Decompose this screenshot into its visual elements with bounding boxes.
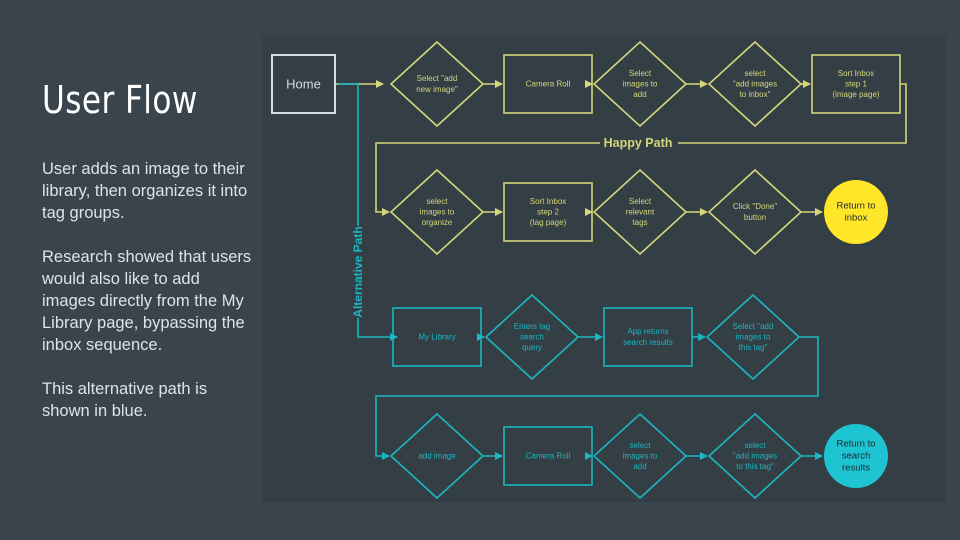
- happy-step-10-text-2: inbox: [845, 213, 868, 224]
- alt-step-9-text-1: Return to: [836, 438, 875, 449]
- happy-step-8-text-1: Select: [629, 197, 652, 206]
- alt-step-7-text-2: images to: [623, 452, 658, 461]
- alt-step-8-text-1: select: [745, 441, 767, 450]
- happy-step-8-diamond: [592, 168, 688, 256]
- happy-return-line-left: [375, 142, 600, 216]
- happy-step-10-circle: [824, 180, 888, 244]
- alt-step-2-diamond: [484, 293, 580, 381]
- happy-step-3-diamond: [592, 40, 688, 128]
- alt-return-line: [375, 336, 819, 460]
- happy-step-4-diamond: [707, 40, 803, 128]
- alt-step-2-text-2: search: [520, 333, 544, 342]
- slide-description: User adds an image to their library, the…: [42, 158, 257, 444]
- alt-step-9-text-3: results: [842, 463, 870, 474]
- alt-step-2-text-1: Enters tag: [514, 322, 550, 331]
- happy-step-3-text-2: images to: [623, 80, 658, 89]
- alt-step-6-text-1: Camera Roll: [526, 452, 571, 461]
- happy-step-4-text-1: select: [745, 69, 767, 78]
- happy-step-9-diamond: [707, 168, 803, 256]
- happy-step-7-text-3: (tag page): [530, 218, 567, 227]
- happy-step-7-text-1: Sort Inbox: [530, 197, 566, 206]
- alt-step-3-text-1: App returns: [627, 327, 668, 336]
- alt-step-8-diamond: [707, 412, 803, 500]
- happy-step-1-diamond: [389, 40, 485, 128]
- happy-step-10-text-1: Return to: [836, 200, 875, 211]
- happy-step-5-text-3: (image page): [832, 90, 879, 99]
- happy-step-9-text-2: button: [744, 213, 766, 222]
- alt-step-5-diamond: [389, 412, 485, 500]
- alt-step-4-text-1: Select "add: [733, 322, 774, 331]
- alternative-path-label: Alternative Path: [351, 226, 365, 317]
- alt-step-7-text-3: add: [633, 462, 646, 471]
- happy-step-3-text-3: add: [633, 90, 646, 99]
- happy-step-3-text-1: Select: [629, 69, 652, 78]
- happy-step-7-text-2: step 2: [537, 208, 559, 217]
- alt-trunk-line: [338, 83, 398, 341]
- happy-step-8-text-2: relevant: [626, 208, 655, 217]
- happy-step-7-box: [503, 182, 593, 242]
- happy-return-line-right: [678, 83, 907, 144]
- description-paragraph-1: User adds an image to their library, the…: [42, 160, 248, 222]
- happy-step-4-text-2: "add images: [733, 80, 777, 89]
- alt-step-9-circle: [824, 424, 888, 488]
- happy-step-2-text-1: Camera Roll: [526, 80, 571, 89]
- happy-step-6-diamond: [389, 168, 485, 256]
- happy-step-1-text-2: new image": [416, 85, 458, 94]
- happy-step-5-text-2: step 1: [845, 80, 867, 89]
- alt-step-3-text-2: search results: [623, 338, 673, 347]
- description-paragraph-3: This alternative path is shown in blue.: [42, 380, 208, 420]
- alt-step-4-text-2: images to: [736, 333, 771, 342]
- happy-step-8-text-3: tags: [632, 218, 647, 227]
- description-paragraph-2: Research showed that users would also li…: [42, 248, 252, 354]
- happy-path-label: Happy Path: [604, 136, 673, 150]
- happy-step-6-text-1: select: [427, 197, 449, 206]
- slide-title: User Flow: [42, 78, 198, 122]
- alt-step-6-box: [503, 426, 593, 486]
- alt-step-8-text-3: to this tag": [736, 462, 774, 471]
- happy-step-4-text-3: to inbox": [740, 90, 771, 99]
- alt-step-7-diamond: [592, 412, 688, 500]
- alt-step-5-text-1: add image: [418, 452, 456, 461]
- alt-step-4-text-3: this tag": [739, 343, 768, 352]
- happy-step-6-text-2: images to: [420, 208, 455, 217]
- alt-step-1-text-1: My Library: [418, 333, 455, 342]
- alternative-path-label-bg: [352, 226, 364, 318]
- happy-step-9-text-1: Click "Done": [733, 202, 778, 211]
- happy-step-6-text-3: organize: [422, 218, 453, 227]
- alt-step-4-diamond: [705, 293, 801, 381]
- home-label-text-1: Home: [286, 77, 321, 92]
- alt-step-7-text-1: select: [630, 441, 652, 450]
- happy-step-2-box: [503, 54, 593, 114]
- happy-step-1-text-1: Select "add: [417, 74, 458, 83]
- alt-step-9-text-2: search: [842, 451, 871, 462]
- alt-step-8-text-2: "add images: [733, 452, 777, 461]
- alt-step-2-text-3: query: [522, 343, 542, 352]
- happy-step-5-text-1: Sort Inbox: [838, 69, 874, 78]
